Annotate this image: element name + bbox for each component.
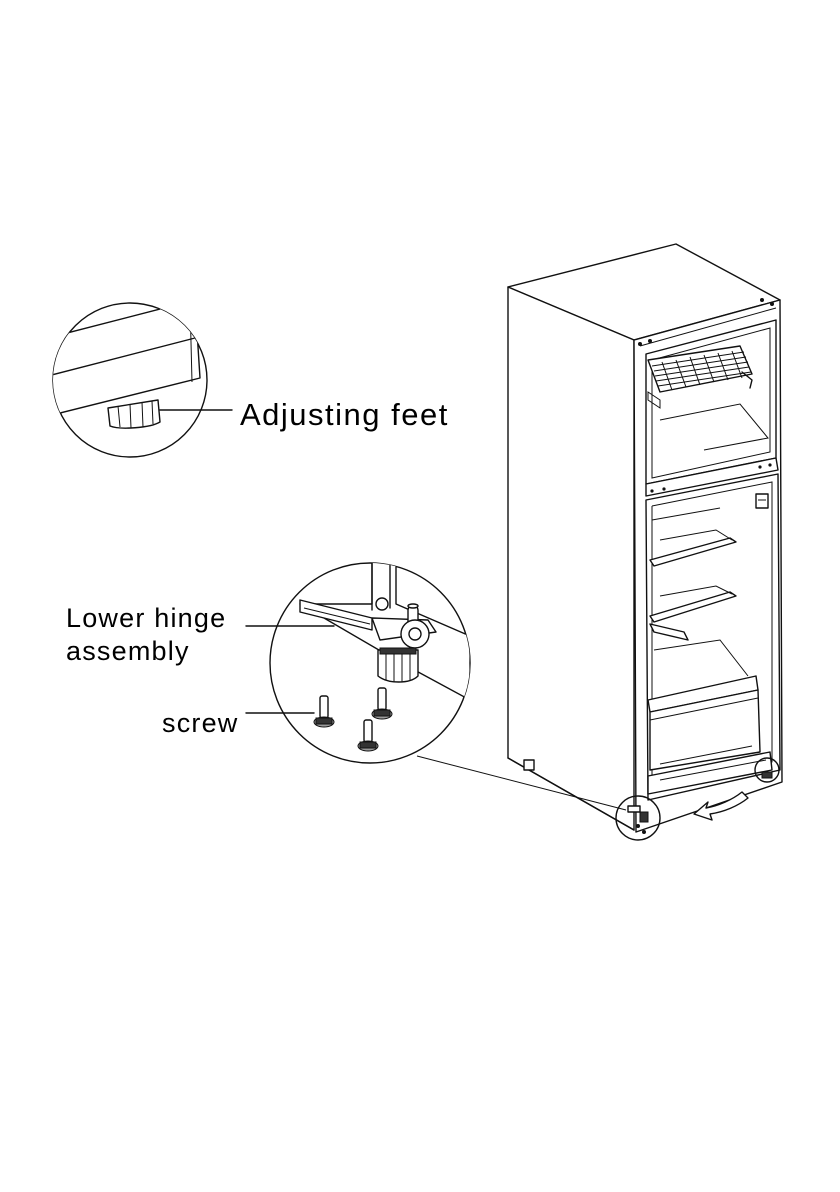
lower-hinge-label-line2: assembly xyxy=(66,636,190,666)
lower-hinge-zoom xyxy=(246,560,470,763)
adjusting-feet-label: Adjusting feet xyxy=(240,397,449,432)
screw-2 xyxy=(372,688,392,719)
screw-3 xyxy=(358,720,378,751)
adjusting-feet-zoom xyxy=(40,300,232,457)
screw-label: screw xyxy=(162,708,239,738)
lower-hinge-label-line1: Lower hinge xyxy=(66,603,226,633)
screw-1 xyxy=(314,696,334,727)
fresh-food-compartment xyxy=(646,474,780,800)
